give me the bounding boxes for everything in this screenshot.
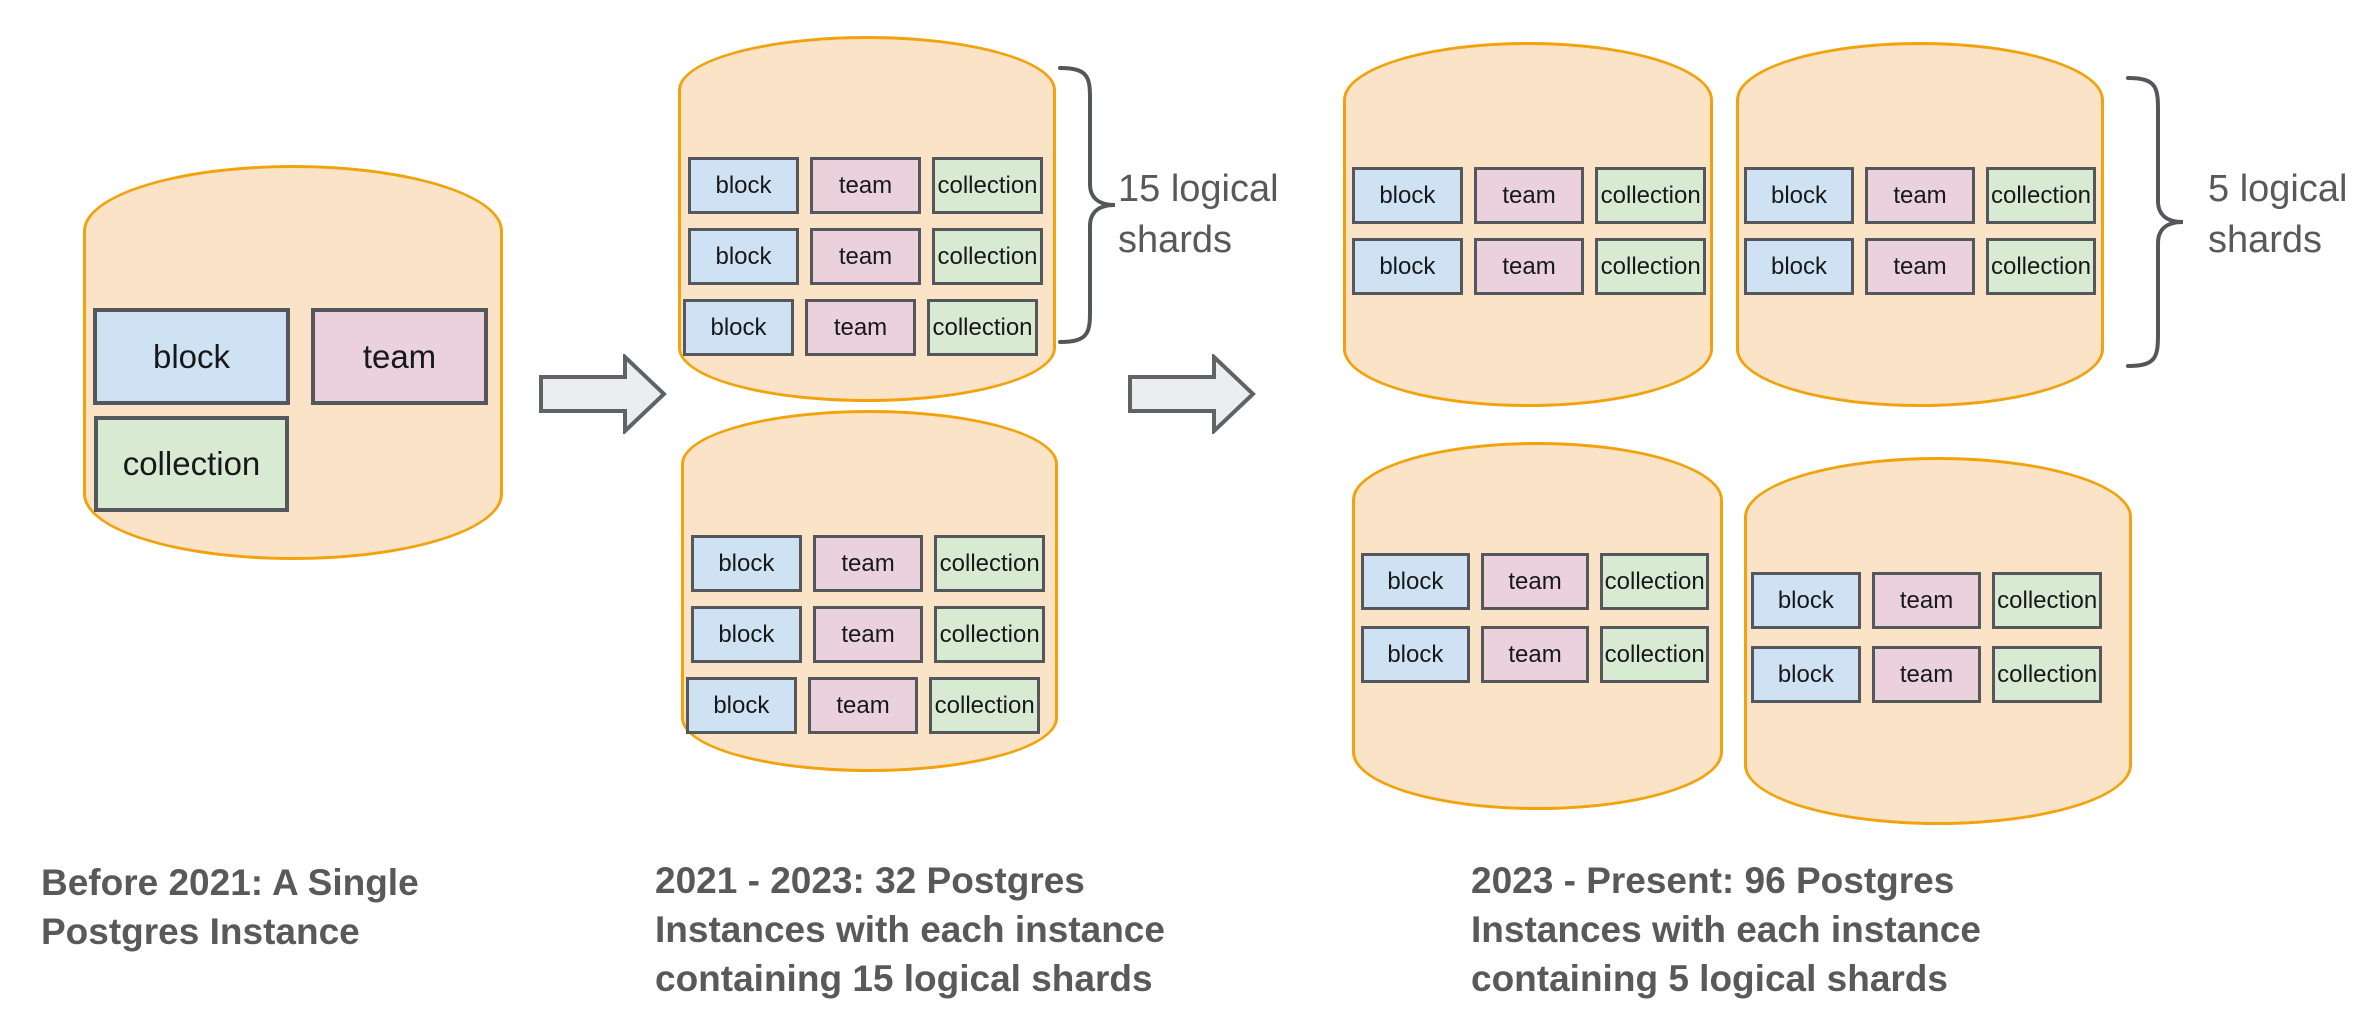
table-team: team xyxy=(1865,167,1975,224)
table-team: team xyxy=(812,535,924,592)
table-collection: collection xyxy=(934,535,1046,592)
table-block: block xyxy=(686,677,797,734)
table-block: block xyxy=(1744,167,1854,224)
table-collection: collection xyxy=(94,416,289,512)
table-block: block xyxy=(691,606,802,663)
table-collection: collection xyxy=(1600,553,1710,610)
stage-caption-2023-present: 2023 - Present: 96 Postgres Instances wi… xyxy=(1471,860,1981,999)
table-block: block xyxy=(683,299,794,356)
table-collection: collection xyxy=(1600,626,1710,683)
postgres-instance-cylinder: block team collection xyxy=(83,165,503,560)
table-team: team xyxy=(812,606,924,663)
right-arrow-icon xyxy=(539,354,667,434)
stage-caption-2021-2023: 2021 - 2023: 32 Postgres Instances with … xyxy=(655,860,1165,999)
table-block: block xyxy=(1361,626,1470,683)
table-collection: collection xyxy=(932,157,1043,214)
shard-count-label-5: 5 logical shards xyxy=(2208,168,2348,261)
table-block: block xyxy=(1352,167,1463,224)
table-block: block xyxy=(93,308,290,405)
table-team: team xyxy=(805,299,916,356)
table-block: block xyxy=(1744,238,1854,295)
stage-caption-before-2021: Before 2021: A Single Postgres Instance xyxy=(41,862,419,952)
table-collection: collection xyxy=(1992,646,2103,703)
curly-brace-15-shards xyxy=(1058,66,1116,344)
table-team: team xyxy=(1871,572,1982,629)
table-block: block xyxy=(1751,572,1861,629)
table-team: team xyxy=(1865,238,1975,295)
table-collection: collection xyxy=(1986,238,2096,295)
table-team: team xyxy=(1473,238,1585,295)
table-team: team xyxy=(810,228,921,285)
table-collection: collection xyxy=(927,299,1038,356)
table-team: team xyxy=(1871,646,1982,703)
shard-count-label-15: 15 logical shards xyxy=(1118,168,1279,261)
table-team: team xyxy=(810,157,921,214)
curly-brace-5-shards xyxy=(2126,76,2184,368)
table-block: block xyxy=(688,157,799,214)
table-collection: collection xyxy=(1986,167,2096,224)
table-team: team xyxy=(1480,553,1590,610)
table-collection: collection xyxy=(1992,572,2103,629)
table-block: block xyxy=(1361,553,1470,610)
table-collection: collection xyxy=(934,606,1046,663)
table-block: block xyxy=(688,228,799,285)
table-collection: collection xyxy=(1595,167,1707,224)
table-collection: collection xyxy=(1595,238,1707,295)
right-arrow-icon xyxy=(1128,354,1256,434)
table-collection: collection xyxy=(932,228,1043,285)
table-block: block xyxy=(691,535,802,592)
table-team: team xyxy=(1480,626,1590,683)
table-team: team xyxy=(1473,167,1585,224)
table-team: team xyxy=(807,677,919,734)
table-collection: collection xyxy=(929,677,1041,734)
table-block: block xyxy=(1751,646,1861,703)
table-team: team xyxy=(311,308,488,405)
table-block: block xyxy=(1352,238,1463,295)
